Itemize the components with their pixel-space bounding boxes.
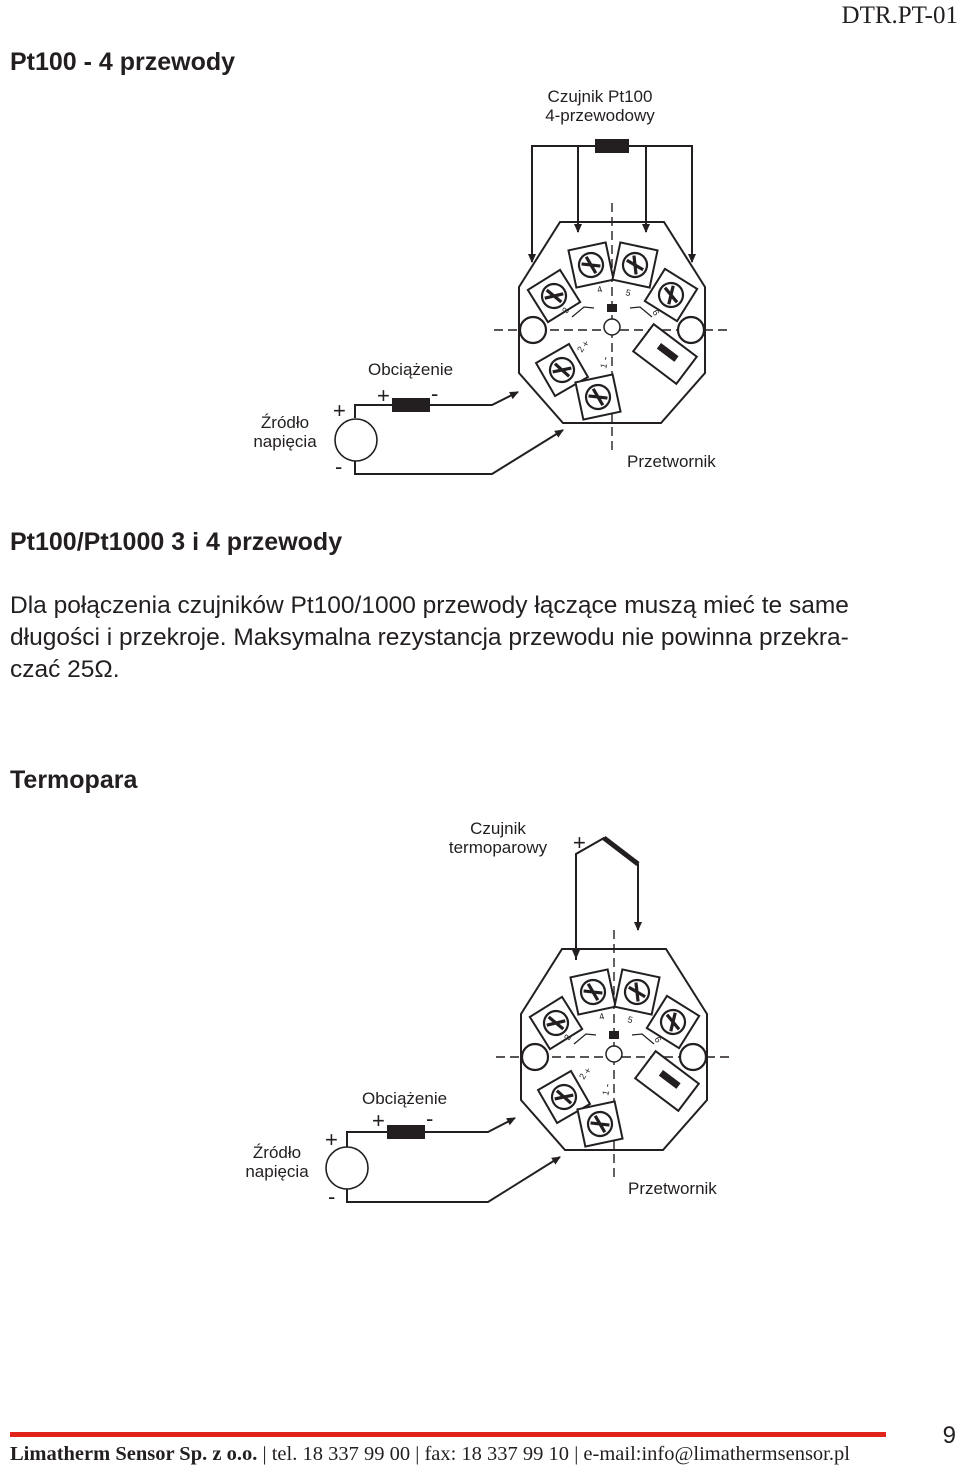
converter-label: Przetwornik	[627, 452, 716, 471]
footer-separator: |	[262, 1443, 267, 1465]
voltage-source-label-line2: napięcia	[245, 1162, 309, 1181]
voltage-source-label-line2: napięcia	[253, 432, 317, 451]
transmitter-head	[494, 203, 730, 453]
paragraph-line: czać 25Ω.	[10, 656, 120, 683]
converter-label: Przetwornik	[628, 1179, 717, 1198]
section-title-pt100-4-wire: Pt100 - 4 przewody	[10, 48, 236, 76]
thermocouple-sensor-label-line2: termoparowy	[448, 838, 548, 857]
document-code: DTR.PT-01	[841, 2, 958, 29]
transmitter-head	[496, 930, 732, 1180]
footer-contact: Limatherm Sensor Sp. z o.o. | tel. 18 33…	[10, 1443, 850, 1466]
paragraph-line: Dla połączenia czujników Pt100/1000 prze…	[10, 592, 849, 619]
section-title-3-4-wire: Pt100/Pt1000 3 i 4 przewody	[10, 528, 343, 556]
load-minus-sign: -	[426, 1106, 434, 1131]
footer-phone: tel. 18 337 99 00	[271, 1443, 411, 1465]
source-minus-sign: -	[328, 1184, 336, 1209]
paragraph-line: długości i przekroje. Maksymalna rezysta…	[10, 624, 849, 651]
voltage-source-label: Źródło napięcia	[232, 1143, 322, 1181]
source-plus-sign: +	[325, 1127, 338, 1152]
sensor-label: Czujnik Pt100 4-przewodowy	[520, 87, 680, 125]
footer-separator: |	[415, 1443, 420, 1465]
load-resistor	[392, 398, 430, 412]
source-plus-sign: +	[333, 398, 346, 423]
sensor-label-line1: Czujnik Pt100	[547, 87, 653, 106]
thermocouple-sensor-label: Czujnik termoparowy	[438, 819, 558, 857]
load-plus-sign: +	[377, 383, 390, 408]
wiring-note-paragraph: Dla połączenia czujników Pt100/1000 prze…	[10, 590, 950, 686]
voltage-source-label: Źródło napięcia	[240, 413, 330, 451]
voltage-source-label-line1: Źródło	[252, 1143, 302, 1162]
company-name: Limatherm Sensor Sp. z o.o.	[10, 1443, 258, 1465]
section-title-thermocouple: Termopara	[10, 766, 138, 794]
sensor-label-line2: 4-przewodowy	[545, 106, 655, 125]
page-number: 9	[942, 1422, 956, 1449]
footer-separator: |	[574, 1443, 579, 1465]
thermocouple-sensor-label-line1: Czujnik	[470, 819, 526, 838]
source-minus-sign: -	[335, 454, 343, 479]
footer-fax: fax: 18 337 99 10	[424, 1443, 570, 1465]
footer-email: e-mail:info@limathermsensor.pl	[583, 1443, 850, 1465]
load-label: Obciążenie	[362, 1089, 448, 1108]
load-plus-sign: +	[372, 1108, 385, 1133]
voltmeter-circle	[325, 1146, 369, 1190]
voltage-source-label-line1: Źródło	[260, 413, 310, 432]
thermocouple-plus-sign: +	[573, 830, 586, 855]
voltmeter-circle	[334, 418, 378, 462]
load-label: Obciążenie	[368, 360, 454, 379]
load-minus-sign: -	[431, 381, 439, 406]
rtd-sensor-element	[595, 139, 629, 153]
load-resistor	[387, 1125, 425, 1139]
footer-rule	[10, 1432, 886, 1437]
